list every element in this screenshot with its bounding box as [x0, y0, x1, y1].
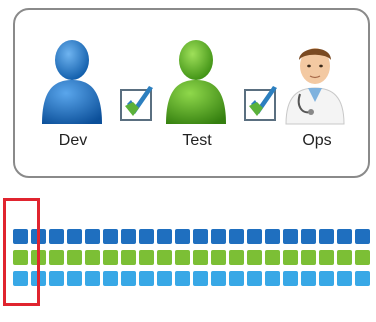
pipeline-tile [103, 271, 118, 286]
pipeline-tile [13, 250, 28, 265]
pipeline-tile [67, 229, 82, 244]
pipeline-tile [337, 271, 352, 286]
pipeline-tile [355, 229, 370, 244]
pipeline-tile [175, 271, 190, 286]
pipeline-tile [301, 250, 316, 265]
pipeline-tile [247, 229, 262, 244]
pipeline-tile [337, 229, 352, 244]
pipeline-tile [265, 229, 280, 244]
pipeline-tile [175, 250, 190, 265]
pipeline-tile [103, 229, 118, 244]
person-green-icon [166, 40, 226, 124]
pipeline-tile [247, 250, 262, 265]
pipeline-tile [85, 250, 100, 265]
pipeline-tile [265, 250, 280, 265]
pipeline-tile [49, 250, 64, 265]
pipeline-tile [49, 229, 64, 244]
pipeline-tile [301, 271, 316, 286]
pipeline-tile [229, 229, 244, 244]
pipeline-tile [193, 250, 208, 265]
pipeline-tile [121, 229, 136, 244]
pipeline-tile [355, 271, 370, 286]
pipeline-tile [157, 271, 172, 286]
pipeline-tile [157, 250, 172, 265]
pipeline-tile [319, 229, 334, 244]
pipeline-tile [49, 271, 64, 286]
pipeline-tile [229, 271, 244, 286]
pipeline-tile [211, 250, 226, 265]
pipeline-tile [283, 271, 298, 286]
pipeline-tile [283, 229, 298, 244]
pipeline-tile [67, 271, 82, 286]
pipeline-tile [157, 229, 172, 244]
handoff-checkbox-icon [120, 86, 153, 121]
pipeline-tile [103, 250, 118, 265]
pipeline-tile [139, 250, 154, 265]
pipeline-tile [211, 271, 226, 286]
role-label-ops: Ops [302, 132, 332, 149]
doctor-icon [285, 48, 345, 125]
selected-column-highlight [3, 198, 40, 306]
pipeline-tile [13, 229, 28, 244]
pipeline-tile [13, 271, 28, 286]
pipeline-tile [355, 250, 370, 265]
pipeline-tile [193, 229, 208, 244]
pipeline-tile [283, 250, 298, 265]
pipeline-tile [301, 229, 316, 244]
pipeline-tile [229, 250, 244, 265]
pipeline-tile [121, 271, 136, 286]
pipeline-tile [85, 229, 100, 244]
pipeline-tile [67, 250, 82, 265]
pipeline-tile [139, 229, 154, 244]
pipeline-tile [211, 229, 226, 244]
handoff-checkbox-icon [244, 86, 277, 121]
pipeline-tile [319, 250, 334, 265]
role-label-test: Test [182, 132, 212, 149]
pipeline-tile [193, 271, 208, 286]
pipeline-tile [121, 250, 136, 265]
person-blue-icon [42, 40, 102, 124]
pipeline-tile [337, 250, 352, 265]
pipeline-tile [265, 271, 280, 286]
pipeline-tile [319, 271, 334, 286]
pipeline-tile [139, 271, 154, 286]
role-label-dev: Dev [58, 132, 88, 149]
pipeline-tile [247, 271, 262, 286]
pipeline-tile [85, 271, 100, 286]
pipeline-tile [175, 229, 190, 244]
